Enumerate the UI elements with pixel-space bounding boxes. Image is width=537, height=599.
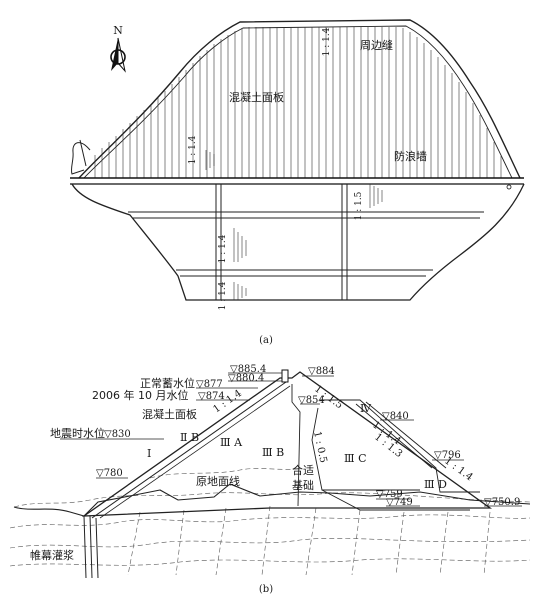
- zone-i: I: [147, 447, 151, 460]
- level-759: ▽759: [376, 489, 403, 500]
- face-slab-outline: [78, 19, 521, 179]
- caption-b: (b): [259, 584, 273, 595]
- curtain-grouting: [83, 515, 99, 579]
- concrete-face-section-label: 混凝土面板: [142, 407, 197, 421]
- zone-iiid: Ⅲ D: [424, 478, 447, 491]
- zone-iiic: Ⅲ C: [344, 452, 367, 465]
- north-label: N: [113, 24, 123, 37]
- dam-outline: [81, 371, 493, 517]
- perimeter-joint-label: 周边缝: [360, 38, 393, 52]
- level-874: ▽874: [198, 391, 225, 402]
- level-854: ▽854: [298, 395, 325, 406]
- plan-view: N: [70, 19, 525, 346]
- downstream-outline: [71, 183, 525, 301]
- wave-wall-label: 防浪墙: [394, 149, 427, 163]
- zone-iib: Ⅱ B: [180, 431, 199, 444]
- original-ground-label: 原地面线: [196, 474, 240, 488]
- level-780: ▽780: [96, 468, 123, 479]
- eq-level-label: 地震时水位: [50, 426, 105, 440]
- normal-level-label: 正常蓄水位: [140, 376, 195, 390]
- slope-right-label: 1 : 1.5: [354, 191, 364, 220]
- slope-top-label: 1 : 1.4: [322, 27, 332, 56]
- cross-section: ▽885.4 ▽880.4 ▽877 ▽874 ▽830 ▽780 ▽884 ▽…: [9, 364, 531, 595]
- perimeter-joint-line: [83, 25, 513, 179]
- oct2006-level-label: 2006 年 10 月水位: [92, 388, 188, 402]
- north-arrow-icon: N: [110, 24, 126, 73]
- level-marks: [60, 372, 522, 507]
- berm-roads: [128, 184, 484, 300]
- suitable-foundation-label-2: 基础: [292, 479, 314, 492]
- level-884: ▽884: [308, 366, 335, 377]
- zone-iiia: Ⅲ A: [220, 436, 243, 449]
- face-slab-line: [91, 381, 287, 519]
- zone-iiib: Ⅲ B: [262, 446, 284, 459]
- slope-bottom-lower-label: 1 : 1.4: [218, 281, 228, 310]
- concrete-face-label: 混凝土面板: [229, 90, 284, 104]
- level-885-4: ▽885.4: [230, 364, 266, 375]
- slope-hatch: [205, 150, 383, 300]
- wave-wall-block: [281, 369, 289, 383]
- foundation-lines: [9, 467, 531, 576]
- slope-bottom-upper-label: 1 : 1.4: [218, 234, 228, 263]
- level-880-4: ▽880.4: [228, 373, 264, 384]
- zone-iv: Ⅳ: [360, 402, 372, 415]
- zone-boundaries: [291, 384, 480, 511]
- caption-a: (a): [259, 335, 273, 346]
- suitable-foundation-label-1: 合适: [292, 463, 314, 477]
- level-840: ▽840: [382, 411, 409, 422]
- slope-left-label: 1 : 1.4: [188, 135, 198, 164]
- level-749: ▽749: [386, 497, 413, 508]
- curtain-grouting-label: 帷幕灌浆: [30, 548, 74, 562]
- level-877: ▽877: [196, 379, 223, 390]
- cushion-layer-line: [99, 385, 291, 519]
- left-abutment: [70, 139, 91, 175]
- level-750-9: ▽750.9: [484, 497, 520, 508]
- slab-joints: [94, 27, 502, 178]
- level-796: ▽796: [434, 450, 461, 461]
- level-830: ▽830: [104, 429, 131, 440]
